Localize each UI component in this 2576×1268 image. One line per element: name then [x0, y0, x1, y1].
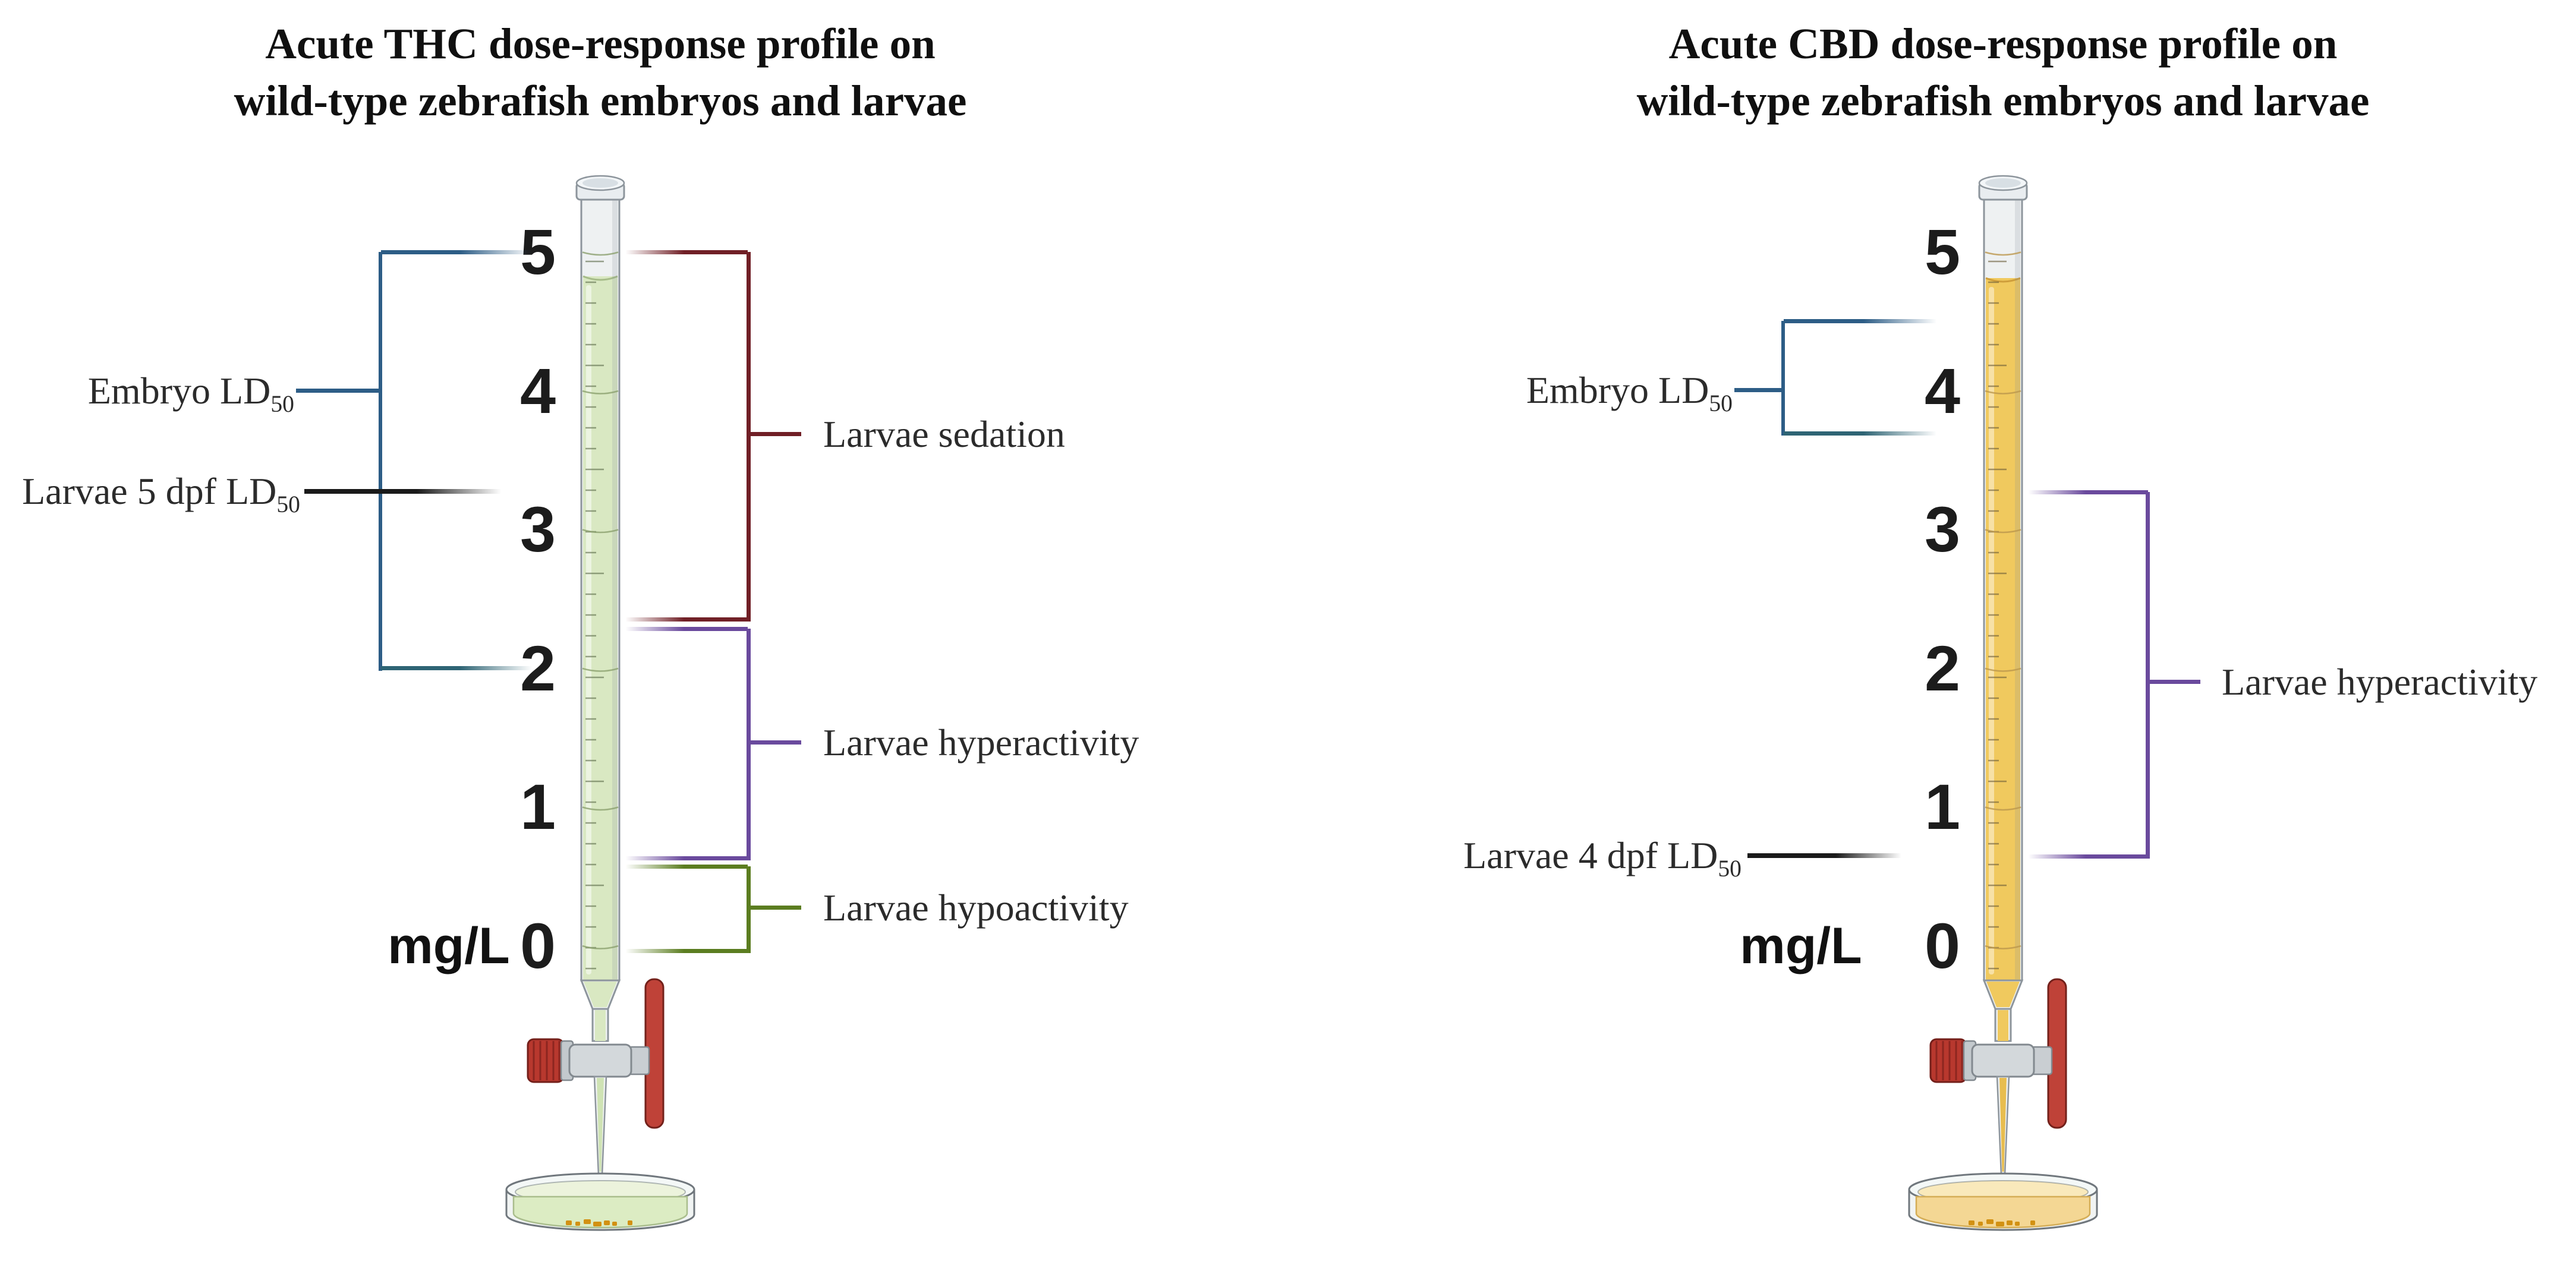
- thc-burette-rim-inner: [582, 178, 618, 188]
- cbd-burette-meniscus: [1985, 277, 2021, 283]
- cbd-larvae-ld50-line: [1747, 853, 1908, 858]
- cbd-burette-neck-liquid: [1998, 1010, 2008, 1041]
- thc-hypoactivity-bracket-bottom-arm: [621, 949, 748, 953]
- thc-title-line1: Acute THC dose-response profile on: [265, 20, 936, 68]
- thc-larvae-ld50-label-text: Larvae 5 dpf LD: [22, 470, 277, 512]
- thc-embryo-ld50-bracket-bottom-arm: [381, 666, 538, 670]
- cbd-petri-dish-liquid-band: [1915, 1196, 2091, 1229]
- thc-hypoactivity-label: Larvae hypoactivity: [823, 887, 1129, 929]
- cbd-title-line2: wild-type zebrafish embryos and larvae: [1636, 77, 2370, 125]
- thc-burette-neck-liquid: [595, 1010, 606, 1041]
- thc-sedation-bracket-top-arm: [621, 250, 748, 254]
- thc-sedation-label: Larvae sedation: [823, 413, 1065, 455]
- thc-hyperactivity-label: Larvae hyperactivity: [823, 721, 1139, 764]
- thc-hypoactivity-bracket-spine: [747, 866, 751, 953]
- thc-burette-meniscus: [582, 275, 618, 281]
- cbd-burette-glass-shade: [2015, 197, 2020, 979]
- cbd-hyperactivity-label: Larvae hyperactivity: [2222, 661, 2538, 703]
- cbd-title: Acute CBD dose-response profile on wild-…: [1528, 15, 2479, 130]
- thc-embryo-ld50-bracket-top-arm: [381, 250, 538, 254]
- thc-petri-dish-liquid-band: [512, 1196, 688, 1229]
- thc-larvae-ld50-line: [304, 489, 509, 494]
- thc-embryo-ld50-label-text: Embryo LD: [87, 370, 271, 412]
- cbd-hyperactivity-bracket-top-arm: [2023, 490, 2148, 494]
- thc-title: Acute THC dose-response profile on wild-…: [125, 15, 1076, 130]
- cbd-larvae-ld50-label-text: Larvae 4 dpf LD: [1463, 834, 1718, 876]
- thc-embryo-ld50-label: Embryo LD50: [65, 364, 294, 418]
- thc-embryo-ld50-leader: [296, 389, 380, 393]
- cbd-burette-liquid: [1986, 278, 2020, 980]
- thc-stopcock-body: [568, 1043, 632, 1078]
- cbd-embryo-ld50-bracket-top-arm: [1784, 319, 1943, 323]
- thc-burette-illustration: [505, 175, 695, 1231]
- thc-hypoactivity-bracket-top-arm: [621, 865, 748, 869]
- cbd-larvae-ld50-label-sub: 50: [1718, 855, 1742, 882]
- cbd-scale-0: 0: [1924, 910, 1961, 982]
- cbd-larvae-ld50-label: Larvae 4 dpf LD50: [1415, 829, 1742, 882]
- thc-sedation-bracket-bottom-arm: [621, 617, 748, 622]
- cbd-embryo-ld50-label-text: Embryo LD: [1526, 369, 1709, 411]
- thc-burette-glass-shade: [612, 197, 618, 979]
- cbd-stopcock-body: [1971, 1043, 2035, 1078]
- cbd-stopcock-knob-ribs: [1935, 1041, 1963, 1080]
- thc-hypoactivity-leader: [751, 906, 801, 910]
- thc-burette-tip-liquid: [597, 1078, 604, 1172]
- cbd-scale-1: 1: [1924, 771, 1961, 843]
- thc-unit-label: mg/L: [388, 917, 510, 974]
- thc-embryo-specks: [566, 1219, 632, 1226]
- cbd-burette-illustration: [1908, 175, 2098, 1231]
- thc-sedation-leader: [751, 432, 801, 436]
- thc-scale-4: 4: [519, 355, 556, 427]
- thc-scale-3: 3: [519, 493, 556, 565]
- cbd-unit-label: mg/L: [1740, 917, 1862, 974]
- cbd-burette-shoulder-liquid: [1986, 982, 2020, 1007]
- cbd-hyperactivity-bracket-bottom-arm: [2023, 854, 2148, 859]
- cbd-hyperactivity-bracket-spine: [2146, 492, 2150, 859]
- thc-scale-0: 0: [519, 910, 556, 982]
- thc-hyperactivity-leader: [751, 740, 801, 745]
- thc-hyperactivity-bracket-spine: [747, 629, 751, 860]
- thc-stopcock-knob-ribs: [533, 1041, 560, 1080]
- cbd-embryo-ld50-bracket-spine: [1781, 321, 1785, 436]
- cbd-embryo-specks: [1969, 1219, 2035, 1226]
- cbd-embryo-ld50-label-sub: 50: [1709, 390, 1733, 417]
- thc-hyperactivity-bracket-top-arm: [621, 627, 748, 631]
- thc-title-line2: wild-type zebrafish embryos and larvae: [234, 77, 967, 125]
- cbd-embryo-ld50-label: Embryo LD50: [1504, 364, 1733, 417]
- cbd-embryo-ld50-leader: [1734, 388, 1783, 392]
- thc-burette-glass-highlight: [586, 285, 591, 974]
- thc-embryo-ld50-label-sub: 50: [270, 390, 294, 417]
- cbd-burette-rim-inner: [1985, 178, 2021, 188]
- thc-larvae-ld50-label: Larvae 5 dpf LD50: [18, 465, 300, 518]
- thc-embryo-ld50-bracket-spine: [379, 252, 382, 671]
- cbd-scale-3: 3: [1924, 493, 1961, 565]
- thc-hyperactivity-bracket-bottom-arm: [621, 856, 748, 860]
- thc-burette-shoulder-liquid: [584, 982, 617, 1007]
- cbd-scale-2: 2: [1924, 632, 1961, 704]
- cbd-burette-tip-liquid: [1999, 1078, 2007, 1172]
- thc-larvae-ld50-label-sub: 50: [276, 491, 300, 518]
- cbd-scale-4: 4: [1924, 355, 1961, 427]
- cbd-hyperactivity-leader: [2150, 680, 2200, 684]
- cbd-burette-glass-highlight: [1989, 287, 1994, 974]
- thc-scale-1: 1: [519, 771, 556, 843]
- cbd-title-line1: Acute CBD dose-response profile on: [1668, 20, 2338, 68]
- cbd-scale-5: 5: [1924, 216, 1961, 288]
- cbd-burette-graduations: [1985, 251, 2021, 970]
- cbd-embryo-ld50-bracket-bottom-arm: [1784, 431, 1943, 436]
- thc-burette-graduations: [582, 251, 619, 970]
- thc-sedation-bracket-spine: [747, 252, 751, 622]
